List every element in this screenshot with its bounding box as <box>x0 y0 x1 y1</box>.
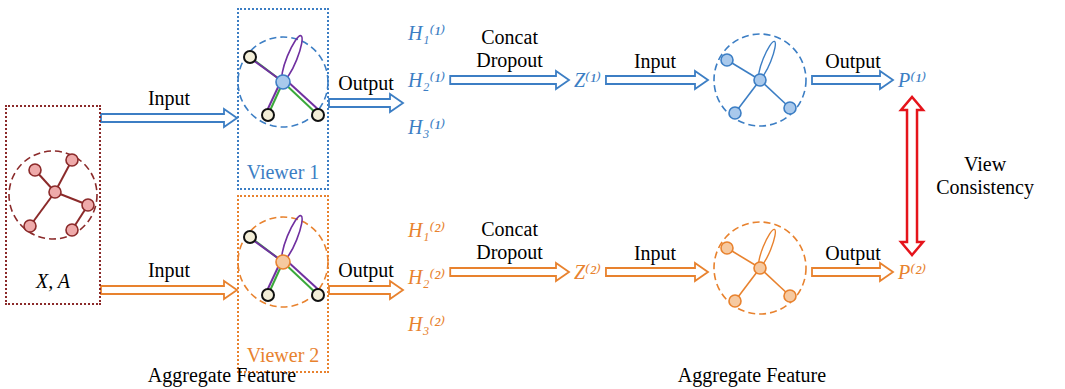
feature-symbol: H₃⁽²⁾ <box>408 301 445 348</box>
center-node <box>754 74 766 86</box>
neighbor-node <box>729 107 741 119</box>
flow-arrow <box>812 263 893 281</box>
center-node <box>276 255 290 269</box>
graph-node <box>66 154 78 166</box>
feature-symbol: Z⁽²⁾ <box>574 258 601 286</box>
node-label: X, A <box>36 269 70 293</box>
edge-label: Output <box>338 259 394 282</box>
fused-feature: Z⁽¹⁾ <box>574 66 601 94</box>
flow-arrow <box>450 263 569 281</box>
node-label: Viewer 1 <box>247 160 320 184</box>
arrow-label: Input <box>634 50 676 73</box>
stage-caption: Aggregate Feature <box>678 364 826 387</box>
center-node <box>276 75 290 89</box>
arrow-label: Output <box>825 242 881 265</box>
feature-symbol: Z⁽¹⁾ <box>574 66 601 94</box>
input-box: X, A <box>5 105 101 305</box>
neighbor-node <box>784 290 796 302</box>
input-graph <box>9 151 97 239</box>
feature-symbol: H₂⁽¹⁾ <box>408 57 445 104</box>
edge-label: Input <box>148 87 190 110</box>
aggregate-graph <box>714 34 806 126</box>
graph-outline <box>9 151 97 239</box>
prediction: P⁽¹⁾ <box>898 66 926 94</box>
graph-outline <box>714 34 806 126</box>
attention-edges <box>244 214 324 301</box>
flow-arrow <box>329 281 403 299</box>
graph-node <box>82 199 94 211</box>
neighbor-node <box>721 54 733 66</box>
edge-label: Concat Dropout <box>470 26 550 72</box>
arrow-label: Output <box>825 50 881 73</box>
aggregate-edges <box>727 40 790 113</box>
feature-symbol: H₃⁽¹⁾ <box>408 104 445 151</box>
flow-arrow <box>450 71 569 89</box>
neighbor-node <box>721 242 733 254</box>
graph-outline <box>714 222 806 314</box>
flow-arrow <box>812 71 893 89</box>
graph-node <box>24 220 36 232</box>
graph-node <box>49 186 61 198</box>
arrow-label: Input <box>634 242 676 265</box>
aggregate-graph <box>714 222 806 314</box>
viewer-graph <box>238 214 328 307</box>
neighbor-node <box>784 102 796 114</box>
attention-edges <box>244 34 324 121</box>
edge-label: View Consistency <box>926 153 1044 199</box>
edge-label: Concat Dropout <box>470 218 550 264</box>
prediction: P⁽²⁾ <box>898 258 926 286</box>
hidden-features: H₁⁽²⁾H₂⁽²⁾H₃⁽²⁾ <box>408 207 445 348</box>
flow-arrow <box>101 109 237 127</box>
node-label: Viewer 2 <box>247 343 320 367</box>
feature-symbol: P⁽²⁾ <box>898 258 926 286</box>
aggregate-edges <box>727 228 790 301</box>
viewer-box: Viewer 1 <box>237 8 329 190</box>
stage-caption: Aggregate Feature <box>148 364 296 387</box>
flow-arrow <box>329 94 403 112</box>
graph-node <box>29 164 41 176</box>
viewer-graph <box>238 34 328 127</box>
edge-label: Input <box>148 259 190 282</box>
viewer-box: Viewer 2 <box>237 195 329 373</box>
feature-symbol: H₂⁽²⁾ <box>408 254 445 301</box>
center-node <box>754 262 766 274</box>
edge-label: Output <box>338 72 394 95</box>
fused-feature: Z⁽²⁾ <box>574 258 601 286</box>
flow-arrow <box>101 281 237 299</box>
hidden-features: H₁⁽¹⁾H₂⁽¹⁾H₃⁽¹⁾ <box>408 10 445 151</box>
consistency-arrow <box>901 97 923 255</box>
flow-arrow <box>606 71 708 89</box>
graph-node <box>66 224 78 236</box>
feature-symbol: H₁⁽¹⁾ <box>408 10 445 57</box>
flow-arrow <box>606 263 708 281</box>
feature-symbol: H₁⁽²⁾ <box>408 207 445 254</box>
neighbor-node <box>729 295 741 307</box>
feature-symbol: P⁽¹⁾ <box>898 66 926 94</box>
